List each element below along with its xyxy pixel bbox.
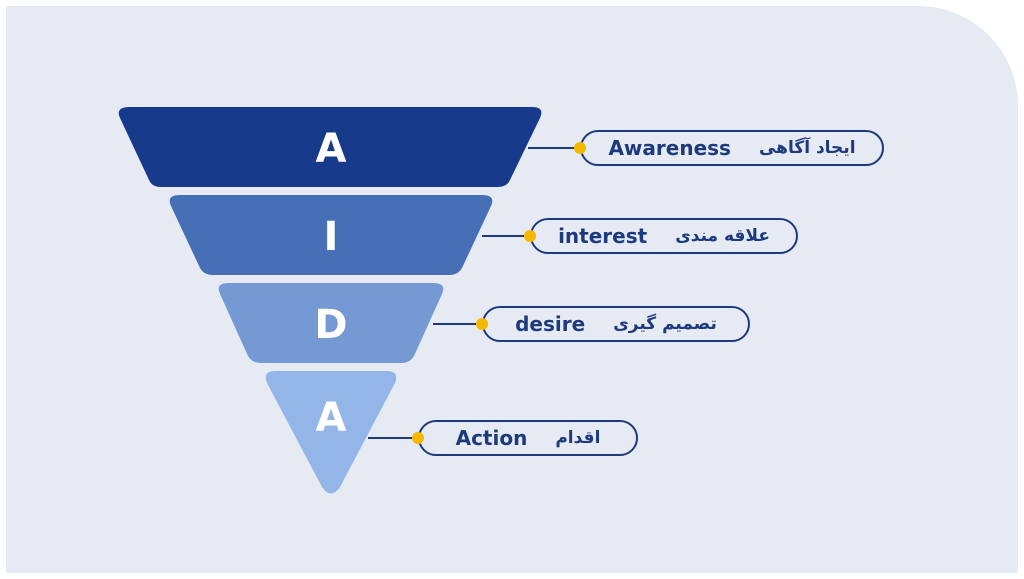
funnel-segment-action bbox=[265, 371, 397, 494]
funnel-segment-awareness bbox=[118, 107, 542, 187]
label-interest: interest علاقه مندی bbox=[530, 218, 798, 254]
label-action-persian: اقدام bbox=[555, 428, 601, 448]
label-desire: desire تصمیم گیری bbox=[482, 306, 750, 342]
label-interest-persian: علاقه مندی bbox=[675, 226, 770, 246]
funnel-segment-desire bbox=[218, 283, 444, 363]
funnel-letter-d: D bbox=[314, 302, 347, 348]
funnel-letter-a2: A bbox=[316, 395, 347, 441]
label-interest-english: interest bbox=[558, 224, 648, 248]
diagram-background bbox=[6, 6, 1018, 573]
funnel-letter-i: I bbox=[324, 214, 339, 260]
label-desire-english: desire bbox=[515, 312, 586, 336]
label-action-english: Action bbox=[455, 426, 528, 450]
label-awareness-persian: ایجاد آگاهی bbox=[758, 138, 856, 158]
label-awareness-english: Awareness bbox=[608, 136, 731, 160]
label-awareness: Awareness ایجاد آگاهی bbox=[580, 130, 884, 166]
label-action: Action اقدام bbox=[418, 420, 638, 456]
funnel-letter-a1: A bbox=[316, 126, 347, 172]
label-desire-persian: تصمیم گیری bbox=[613, 314, 717, 334]
funnel-segment-interest bbox=[169, 195, 493, 275]
